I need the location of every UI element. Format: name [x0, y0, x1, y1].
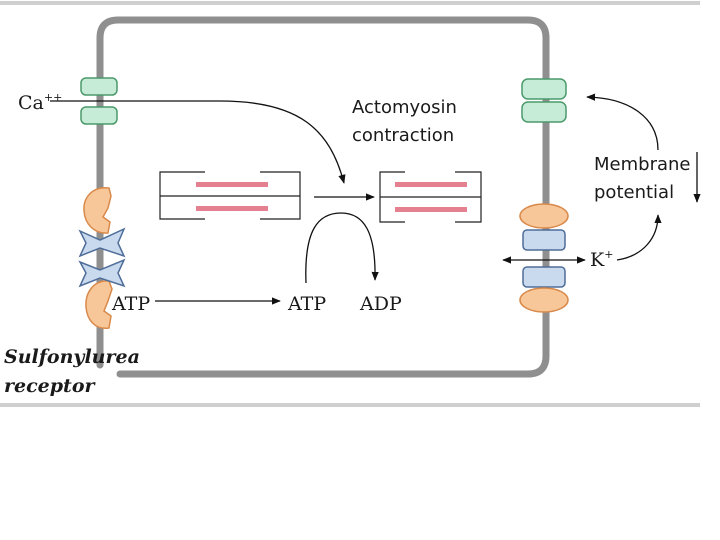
arrow-membrane-to-ca-channel [586, 93, 659, 151]
label-sulfonylurea: Sulfonylurea [4, 346, 140, 368]
arrow-atp-to-adp [305, 212, 379, 284]
cell-membrane [96, 16, 550, 378]
label-atp-mid: ATP [287, 293, 326, 315]
relaxed-sarcomere-icon [159, 171, 301, 220]
katp-channel-icon [78, 227, 126, 288]
label-actomyosin: Actomyosin [352, 97, 457, 118]
sarcomere-contracted [379, 171, 482, 223]
label-potential: potential [594, 182, 674, 203]
contracted-sarcomere-icon [379, 171, 482, 223]
sarcomere-relaxed [159, 171, 301, 220]
ca-channel-left [80, 77, 118, 125]
label-receptor: receptor [4, 375, 96, 397]
label-contraction: contraction [352, 125, 454, 146]
arrow-potassium-to-membrane [616, 214, 662, 261]
calcium-channel-icon [521, 78, 567, 123]
label-calcium: Ca++ [18, 91, 62, 114]
sulfonylurea-receptor-icon [83, 187, 113, 329]
sulfonylurea-receptor [78, 187, 126, 329]
calcium-channel-icon [80, 77, 118, 125]
label-atp-left: ATP [111, 293, 150, 315]
ca-channel-right [521, 78, 567, 123]
arrow-calcium-to-contraction [50, 100, 346, 184]
label-membrane: Membrane [594, 154, 690, 175]
label-adp: ADP [359, 293, 402, 315]
label-potassium: K+ [590, 248, 613, 271]
k-channel-right [519, 203, 569, 313]
